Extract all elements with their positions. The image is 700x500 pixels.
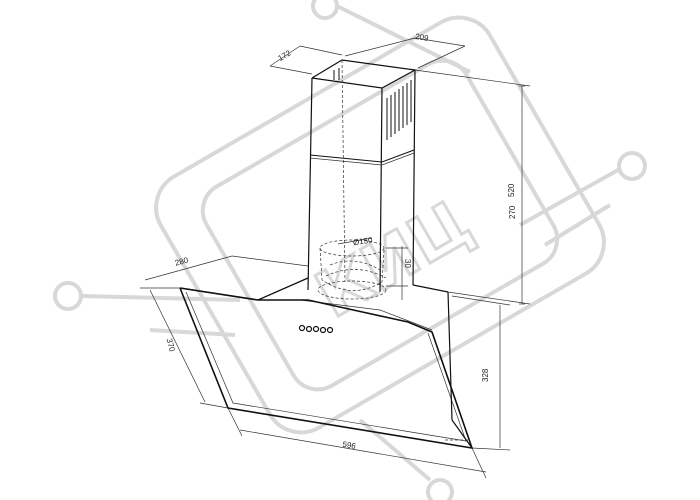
dim-chimney-depth: 172: [276, 48, 293, 63]
watermark-logo: КИЦ: [53, 0, 647, 500]
dimension-lines: [140, 37, 531, 479]
control-button[interactable]: [319, 326, 327, 334]
dim-glass-depth: 370: [165, 337, 177, 353]
dim-height-max: 520: [507, 183, 516, 197]
control-panel: [298, 324, 334, 334]
vent-slots: [386, 80, 412, 140]
control-button[interactable]: [298, 324, 306, 332]
dim-body-height: 328: [481, 368, 490, 382]
dim-outlet-diameter: Ø150: [352, 236, 373, 248]
control-button[interactable]: [312, 325, 320, 333]
control-button[interactable]: [326, 326, 334, 334]
hood-body: [179, 277, 474, 450]
dim-chimney-width: 209: [414, 32, 429, 43]
dim-height-min: 270: [508, 205, 517, 219]
dim-outlet-offset: 30: [403, 259, 412, 268]
dim-body-width: 596: [342, 440, 357, 451]
air-outlet: [317, 239, 387, 300]
dim-hood-depth: 280: [174, 255, 190, 267]
control-button[interactable]: [305, 325, 313, 333]
watermark-text: КИЦ: [304, 186, 484, 333]
